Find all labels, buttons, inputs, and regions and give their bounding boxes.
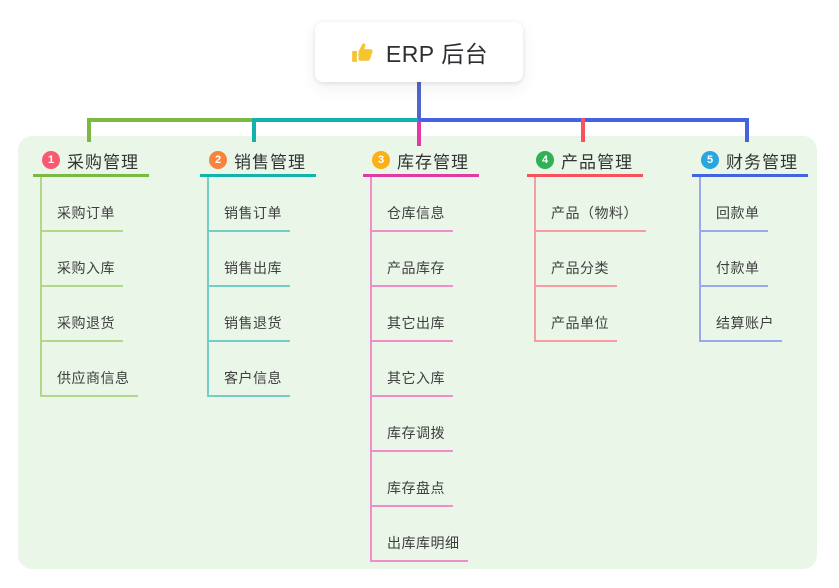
branch-title-node[interactable]: 2 销售管理 xyxy=(200,148,316,177)
connector-drop-branch1 xyxy=(87,118,91,142)
branch-title-label: 采购管理 xyxy=(67,152,139,172)
child-node-label: 付款单 xyxy=(716,260,760,276)
child-node-label: 产品单位 xyxy=(551,315,609,331)
root-connector-line xyxy=(417,82,421,122)
branch-title-label: 财务管理 xyxy=(726,152,798,172)
child-node[interactable]: 其它入库 xyxy=(370,342,453,397)
connector-segment-branch2 xyxy=(254,118,418,122)
branch-title-node[interactable]: 5 财务管理 xyxy=(692,148,808,177)
child-node-label: 产品库存 xyxy=(387,260,445,276)
child-node[interactable]: 采购退货 xyxy=(40,287,123,342)
child-node[interactable]: 产品单位 xyxy=(534,287,617,342)
child-node-label: 销售出库 xyxy=(224,260,282,276)
child-node-label: 采购入库 xyxy=(57,260,115,276)
branch-number-badge: 3 xyxy=(372,151,390,169)
branch-children-group: 产品（物料） 产品分类 产品单位 xyxy=(534,177,646,342)
branch-title-label: 产品管理 xyxy=(561,152,633,172)
child-node[interactable]: 产品（物料） xyxy=(534,177,646,232)
child-node-label: 出库库明细 xyxy=(387,535,460,551)
branch-column: 5 财务管理 回款单 付款单 结算账户 xyxy=(692,148,808,342)
child-node[interactable]: 付款单 xyxy=(699,232,768,287)
child-node[interactable]: 客户信息 xyxy=(207,342,290,397)
branch-children-line xyxy=(534,177,536,342)
root-node[interactable]: ERP 后台 xyxy=(315,22,523,82)
branch-children-group: 仓库信息 产品库存 其它出库 其它入库 xyxy=(370,177,468,562)
child-node-label: 结算账户 xyxy=(716,315,774,331)
child-node[interactable]: 销售出库 xyxy=(207,232,290,287)
child-node-label: 销售订单 xyxy=(224,205,282,221)
branch-number-badge: 1 xyxy=(42,151,60,169)
branch-children-group: 回款单 付款单 结算账户 xyxy=(699,177,782,342)
connector-drop-branch2 xyxy=(252,118,256,142)
branch-column: 1 采购管理 采购订单 采购入库 采购退货 xyxy=(33,148,149,397)
child-node[interactable]: 回款单 xyxy=(699,177,768,232)
child-node[interactable]: 供应商信息 xyxy=(40,342,138,397)
child-node-label: 产品（物料） xyxy=(551,205,638,221)
branch-number-badge: 2 xyxy=(209,151,227,169)
branch-children-line xyxy=(370,177,372,562)
child-node[interactable]: 销售订单 xyxy=(207,177,290,232)
thumbs-up-icon xyxy=(350,40,375,65)
child-node-label: 销售退货 xyxy=(224,315,282,331)
child-node[interactable]: 采购入库 xyxy=(40,232,123,287)
branch-children-line xyxy=(699,177,701,342)
child-node[interactable]: 产品分类 xyxy=(534,232,617,287)
child-node-label: 库存调拨 xyxy=(387,425,445,441)
branch-column: 2 销售管理 销售订单 销售出库 销售退货 xyxy=(200,148,316,397)
connector-drop-branch5 xyxy=(745,118,749,142)
child-node[interactable]: 采购订单 xyxy=(40,177,123,232)
branch-children-group: 采购订单 采购入库 采购退货 供应商信息 xyxy=(40,177,138,397)
child-node[interactable]: 其它出库 xyxy=(370,287,453,342)
child-node-label: 采购订单 xyxy=(57,205,115,221)
branches-background-panel xyxy=(18,136,817,569)
branch-number-badge: 4 xyxy=(536,151,554,169)
child-node[interactable]: 结算账户 xyxy=(699,287,782,342)
branch-number-badge: 5 xyxy=(701,151,719,169)
branch-title-label: 库存管理 xyxy=(397,152,469,172)
connector-drop-branch3 xyxy=(417,121,421,146)
child-node-label: 采购退货 xyxy=(57,315,115,331)
connector-drop-branch4 xyxy=(581,118,585,142)
child-node-label: 客户信息 xyxy=(224,370,282,386)
child-node-label: 仓库信息 xyxy=(387,205,445,221)
child-node[interactable]: 库存调拨 xyxy=(370,397,453,452)
branch-children-line xyxy=(207,177,209,397)
child-node-label: 供应商信息 xyxy=(57,370,130,386)
connector-segment-branch1 xyxy=(87,118,254,122)
root-node-label: ERP 后台 xyxy=(385,41,489,67)
child-node-label: 其它出库 xyxy=(387,315,445,331)
branch-title-label: 销售管理 xyxy=(234,152,306,172)
branch-children-group: 销售订单 销售出库 销售退货 客户信息 xyxy=(207,177,290,397)
child-node[interactable]: 库存盘点 xyxy=(370,452,453,507)
branch-title-node[interactable]: 1 采购管理 xyxy=(33,148,149,177)
child-node-label: 产品分类 xyxy=(551,260,609,276)
child-node-label: 其它入库 xyxy=(387,370,445,386)
branch-title-node[interactable]: 4 产品管理 xyxy=(527,148,643,177)
branch-column: 3 库存管理 仓库信息 产品库存 其它出库 xyxy=(363,148,479,562)
child-node-label: 库存盘点 xyxy=(387,480,445,496)
branch-children-line xyxy=(40,177,42,397)
child-node[interactable]: 产品库存 xyxy=(370,232,453,287)
child-node[interactable]: 出库库明细 xyxy=(370,507,468,562)
child-node-label: 回款单 xyxy=(716,205,760,221)
branch-title-node[interactable]: 3 库存管理 xyxy=(363,148,479,177)
branch-column: 4 产品管理 产品（物料） 产品分类 产品 xyxy=(527,148,646,342)
child-node[interactable]: 仓库信息 xyxy=(370,177,453,232)
child-node[interactable]: 销售退货 xyxy=(207,287,290,342)
